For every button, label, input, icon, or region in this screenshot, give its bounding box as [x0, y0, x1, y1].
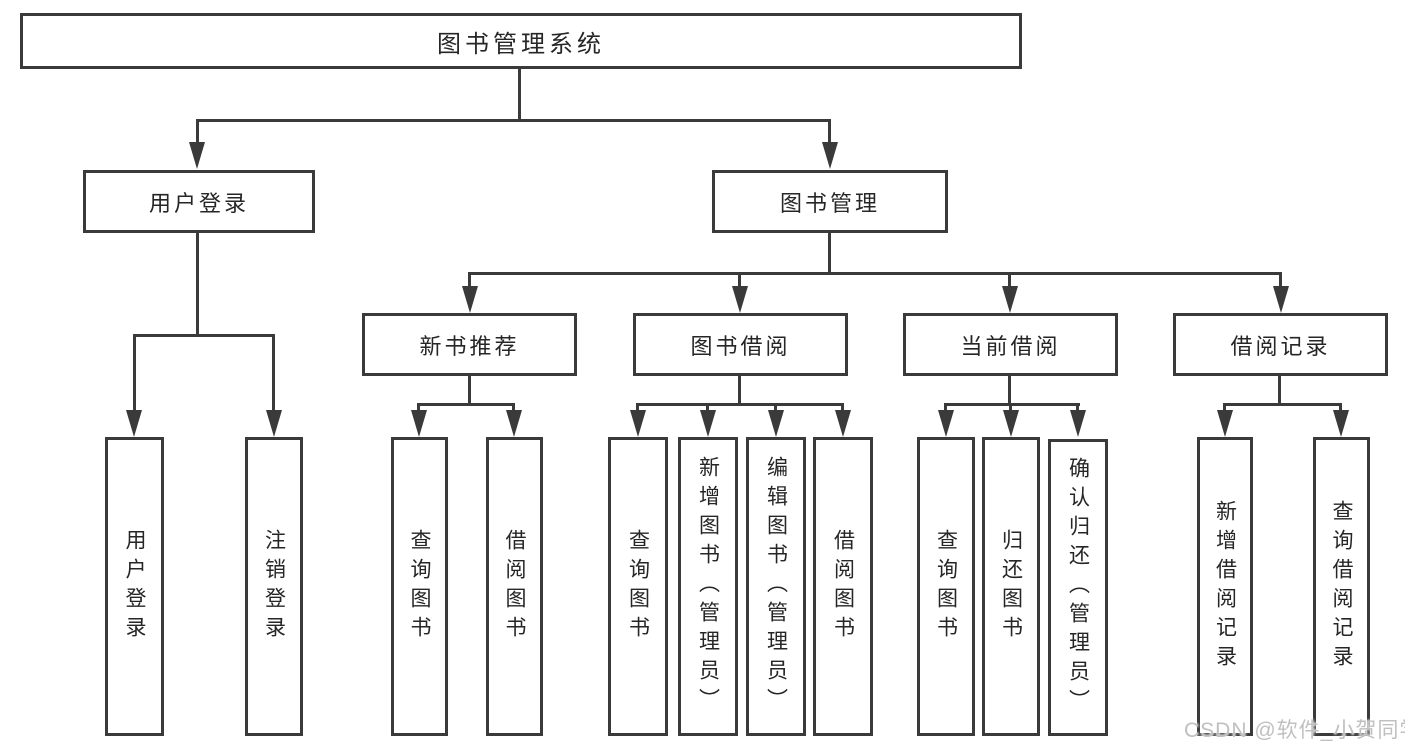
- node-new-book-recommend: 新书推荐: [362, 313, 577, 376]
- connector-line: [841, 403, 844, 413]
- connector-line: [1009, 403, 1012, 413]
- node-borrow-record: 借阅记录: [1173, 313, 1388, 376]
- node-book-management: 图书管理: [712, 170, 948, 233]
- connector-line: [469, 272, 1282, 275]
- arrow-down-icon: [1217, 410, 1233, 437]
- leaf-return-book-label: 归还图书: [999, 528, 1023, 645]
- connector-line: [1278, 376, 1281, 405]
- arrow-down-icon: [266, 410, 282, 437]
- connector-line: [1076, 403, 1079, 413]
- connector-line: [706, 403, 709, 413]
- arrow-down-icon: [768, 410, 784, 437]
- connector-line: [1008, 376, 1011, 405]
- connector-line: [417, 403, 515, 406]
- leaf-query-book-recommend-label: 查询图书: [408, 528, 431, 645]
- connector-line: [417, 403, 420, 413]
- node-user-login: 用户登录: [83, 170, 315, 233]
- arrow-down-icon: [822, 142, 838, 169]
- arrow-down-icon: [1070, 410, 1086, 437]
- connector-line: [774, 403, 777, 413]
- connector-line: [828, 233, 831, 274]
- connector-line: [828, 119, 831, 147]
- connector-line: [468, 272, 471, 288]
- node-book-management-label: 图书管理: [779, 190, 880, 216]
- leaf-query-book-recommend: 查询图书: [391, 437, 448, 736]
- connector-line: [512, 403, 515, 413]
- leaf-add-book-admin: 新增图书（管理员）: [678, 437, 738, 736]
- leaf-query-book-current-label: 查询图书: [934, 528, 958, 645]
- leaf-borrow-book-recommend-label: 借阅图书: [503, 528, 526, 645]
- arrow-down-icon: [1333, 410, 1349, 437]
- arrow-down-icon: [1003, 410, 1019, 437]
- arrow-down-icon: [1273, 286, 1289, 313]
- connector-line: [196, 119, 831, 122]
- connector-line: [1339, 403, 1342, 413]
- connector-line: [738, 376, 741, 405]
- connector-line: [196, 119, 199, 147]
- arrow-down-icon: [411, 410, 427, 437]
- leaf-confirm-return-admin-label: 确认归还（管理员）: [1066, 457, 1090, 718]
- connector-line: [636, 403, 844, 406]
- leaf-return-book: 归还图书: [982, 437, 1040, 736]
- leaf-edit-book-admin-label: 编辑图书（管理员）: [764, 456, 788, 717]
- arrow-down-icon: [938, 410, 954, 437]
- node-current-borrow-label: 当前借阅: [960, 333, 1061, 359]
- leaf-add-borrow-record: 新增借阅记录: [1197, 437, 1253, 736]
- node-root-label: 图书管理系统: [437, 30, 605, 58]
- node-book-borrow-label: 图书借阅: [690, 333, 791, 359]
- leaf-edit-book-admin: 编辑图书（管理员）: [746, 437, 806, 736]
- connector-line: [944, 403, 1080, 406]
- connector-line: [272, 334, 275, 412]
- leaf-query-book: 查询图书: [608, 437, 668, 736]
- arrow-down-icon: [1002, 286, 1018, 313]
- node-book-borrow: 图书借阅: [633, 313, 848, 376]
- connector-line: [468, 376, 471, 405]
- node-new-book-recommend-label: 新书推荐: [419, 333, 520, 359]
- leaf-user-login: 用户登录: [105, 437, 164, 736]
- leaf-borrow-book: 借阅图书: [813, 437, 873, 736]
- node-borrow-record-label: 借阅记录: [1230, 333, 1331, 359]
- node-user-login-label: 用户登录: [148, 190, 249, 216]
- connector-line: [1279, 272, 1282, 288]
- leaf-logout-label: 注销登录: [262, 528, 286, 645]
- arrow-down-icon: [732, 286, 748, 313]
- leaf-add-book-admin-label: 新增图书（管理员）: [696, 456, 720, 717]
- leaf-logout: 注销登录: [245, 437, 303, 736]
- arrow-down-icon: [189, 142, 205, 169]
- arrow-down-icon: [835, 410, 851, 437]
- connector-line: [196, 233, 199, 336]
- connector-line: [1008, 272, 1011, 288]
- arrow-down-icon: [506, 410, 522, 437]
- connector-line: [133, 334, 275, 337]
- leaf-query-borrow-record-label: 查询借阅记录: [1330, 499, 1353, 674]
- leaf-user-login-label: 用户登录: [123, 528, 146, 645]
- connector-line: [738, 272, 741, 288]
- connector-line: [133, 334, 136, 412]
- connector-line: [518, 68, 521, 120]
- csdn-watermark: CSDN @软件_小贺同学: [1184, 719, 1405, 742]
- leaf-add-borrow-record-label: 新增借阅记录: [1213, 499, 1237, 674]
- node-root: 图书管理系统: [20, 13, 1022, 69]
- arrow-down-icon: [630, 410, 646, 437]
- leaf-borrow-book-label: 借阅图书: [831, 528, 855, 645]
- connector-line: [1223, 403, 1342, 406]
- arrow-down-icon: [126, 410, 142, 437]
- connector-line: [636, 403, 639, 413]
- leaf-query-borrow-record: 查询借阅记录: [1313, 437, 1370, 736]
- leaf-borrow-book-recommend: 借阅图书: [486, 437, 543, 736]
- arrow-down-icon: [700, 410, 716, 437]
- leaf-query-book-current: 查询图书: [917, 437, 975, 736]
- leaf-confirm-return-admin: 确认归还（管理员）: [1048, 439, 1108, 736]
- arrow-down-icon: [462, 286, 478, 313]
- connector-line: [1223, 403, 1226, 413]
- connector-line: [944, 403, 947, 413]
- node-current-borrow: 当前借阅: [903, 313, 1118, 376]
- leaf-query-book-label: 查询图书: [626, 528, 650, 645]
